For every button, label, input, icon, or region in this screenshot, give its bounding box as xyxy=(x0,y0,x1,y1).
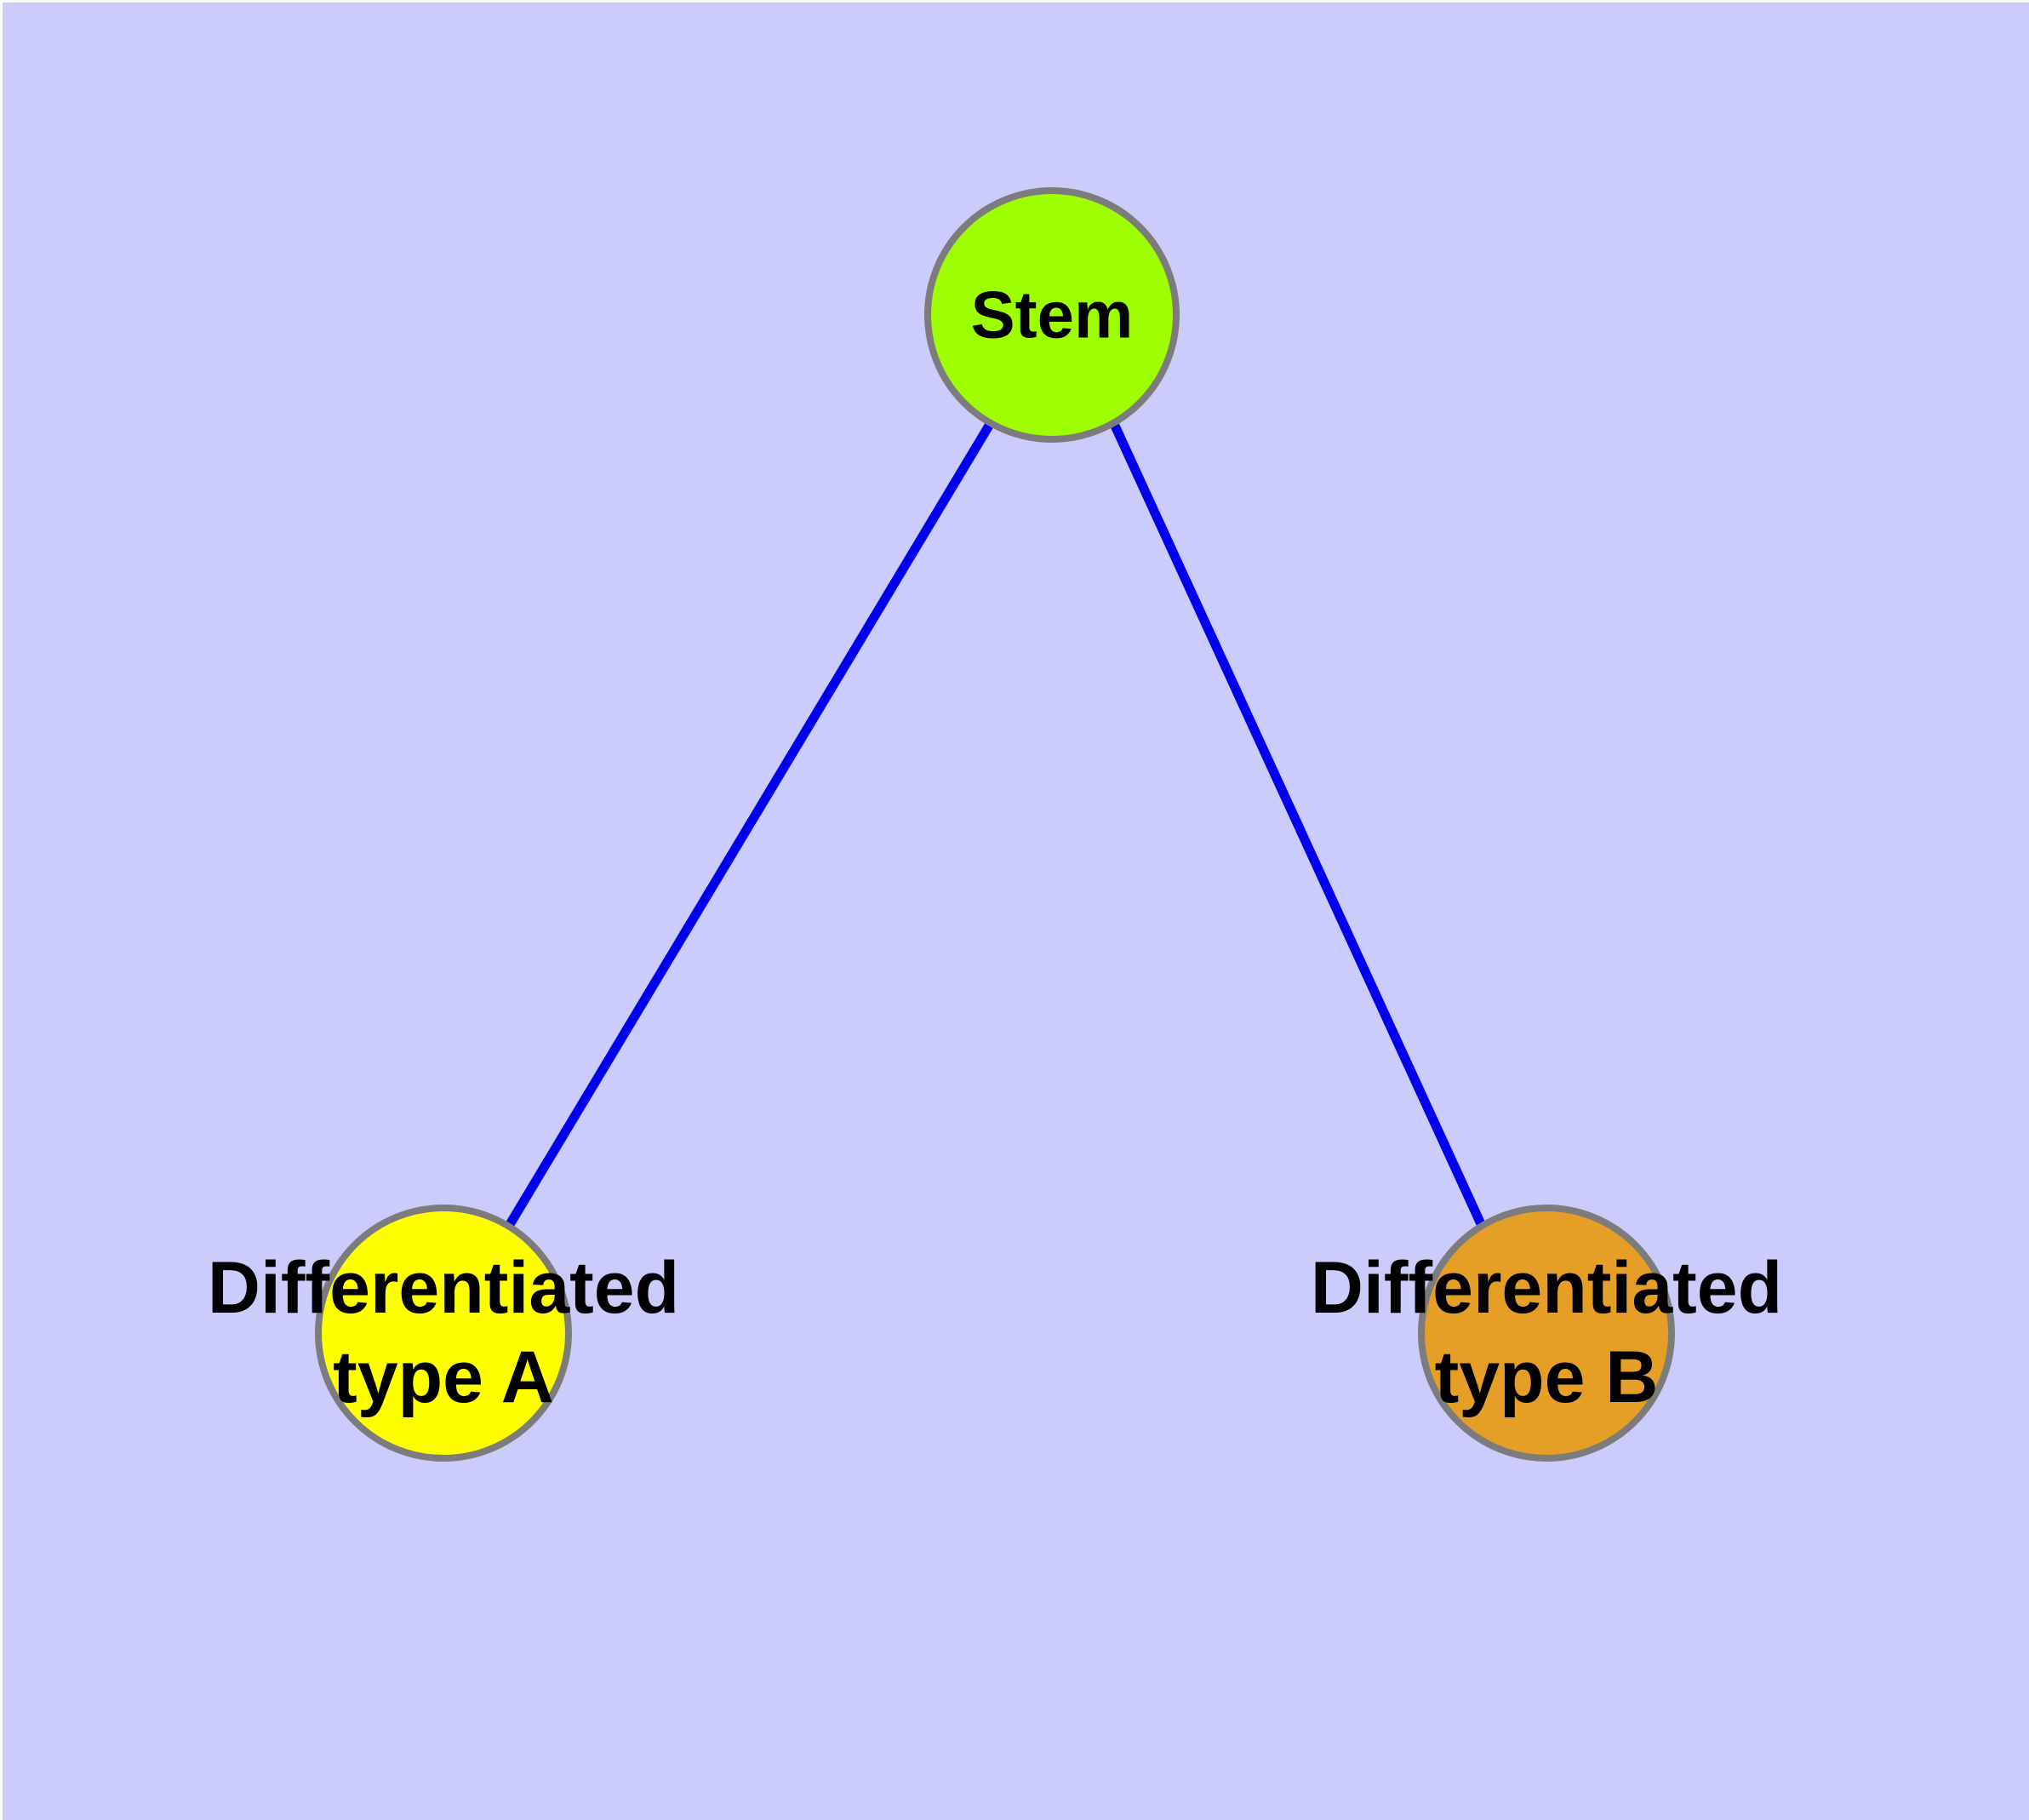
node-stem[interactable]: Stem xyxy=(924,187,1180,443)
edge-stem-to-differentiated-type-a xyxy=(505,423,993,1228)
node-differentiated-type-b[interactable]: Differentiated type B xyxy=(1311,1205,1782,1462)
node-differentiated-type-a[interactable]: Differentiated type A xyxy=(208,1205,679,1462)
edge-stem-to-differentiated-type-b xyxy=(1111,423,1486,1228)
node-stem-label: Stem xyxy=(970,277,1134,352)
